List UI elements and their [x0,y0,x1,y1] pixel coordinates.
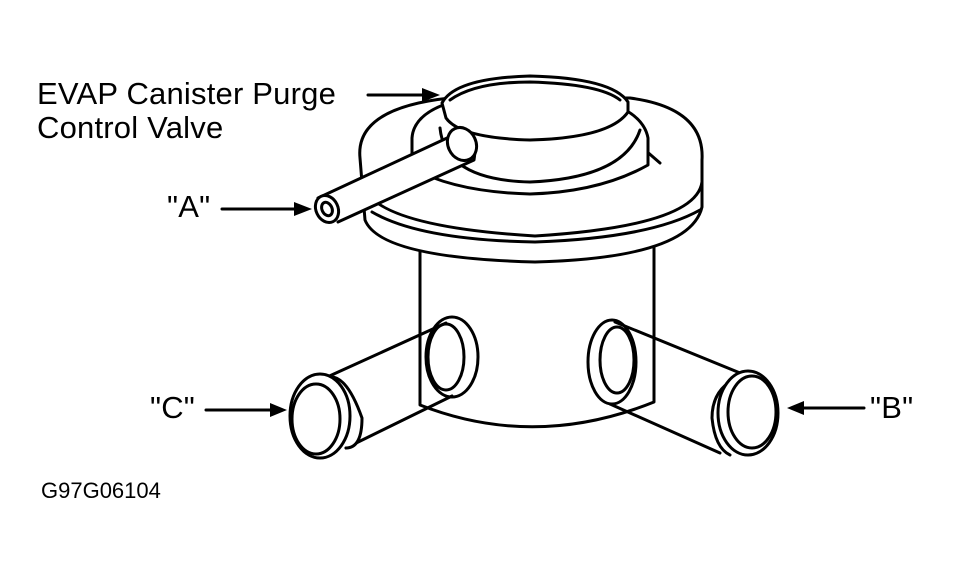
port-b-tube [586,318,780,457]
port-c-label: "C" [150,390,195,425]
port-c-tube [288,315,480,460]
port-a-nipple [313,125,479,225]
arrow-b [787,401,866,415]
title-line-2: Control Valve [37,110,224,145]
figure-code: G97G06104 [41,478,161,503]
port-a-label: "A" [167,189,211,224]
arrow-c [204,403,287,417]
arrow-a [220,202,312,216]
arrow-title [366,88,440,102]
title-line-1: EVAP Canister Purge [37,76,337,111]
port-b-label: "B" [870,390,914,425]
